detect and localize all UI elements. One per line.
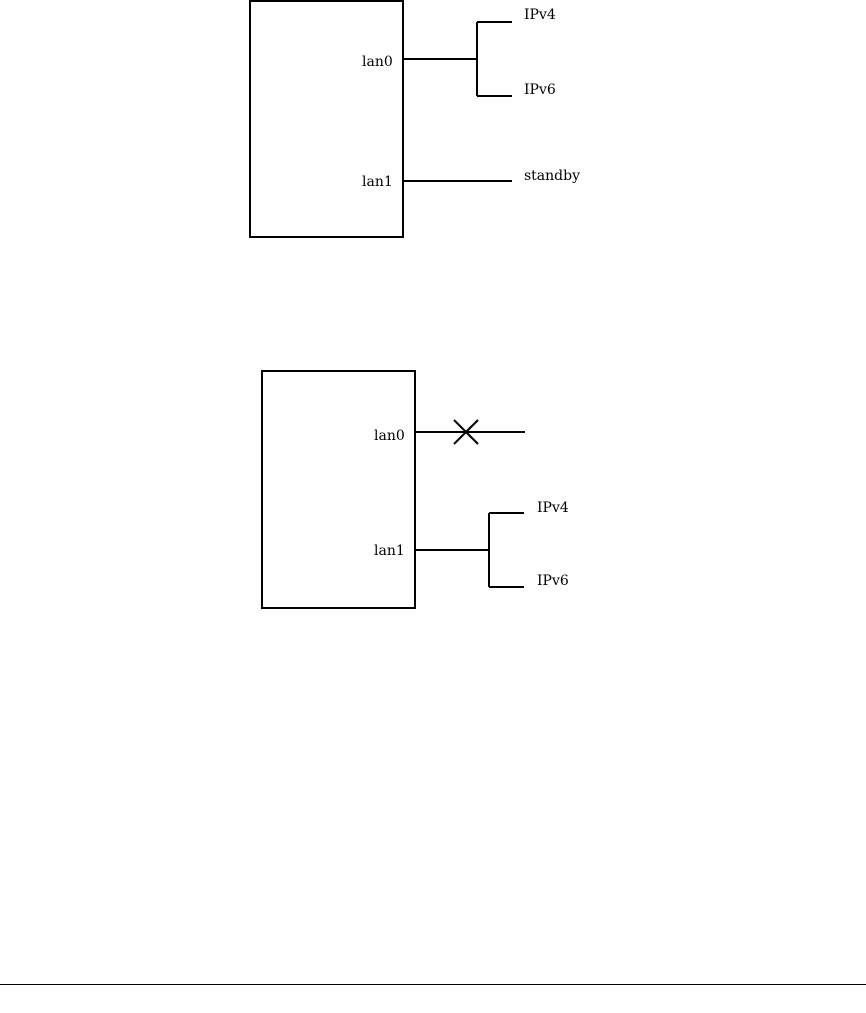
standby-label: standby — [524, 168, 580, 184]
lan0-branch-top — [403, 22, 512, 96]
lan0-label-bottom: lan0 — [374, 428, 405, 444]
ipv4-label-bottom: IPv4 — [537, 500, 569, 516]
lan1-label-top: lan1 — [362, 174, 393, 190]
ipv6-label-top: IPv6 — [524, 82, 556, 98]
lan0-label-top: lan0 — [362, 54, 393, 70]
ipv4-label-top: IPv4 — [524, 7, 556, 23]
lan1-label-bottom: lan1 — [374, 543, 405, 559]
diagram-top: lan0 lan1 IPv4 IPv6 standby — [250, 1, 580, 237]
lan1-branch-bottom — [415, 513, 524, 587]
ipv6-label-bottom: IPv6 — [537, 573, 569, 589]
host-box-top — [250, 1, 403, 237]
diagram-bottom: lan0 lan1 IPv4 IPv6 — [262, 371, 569, 608]
host-box-bottom — [262, 371, 415, 608]
